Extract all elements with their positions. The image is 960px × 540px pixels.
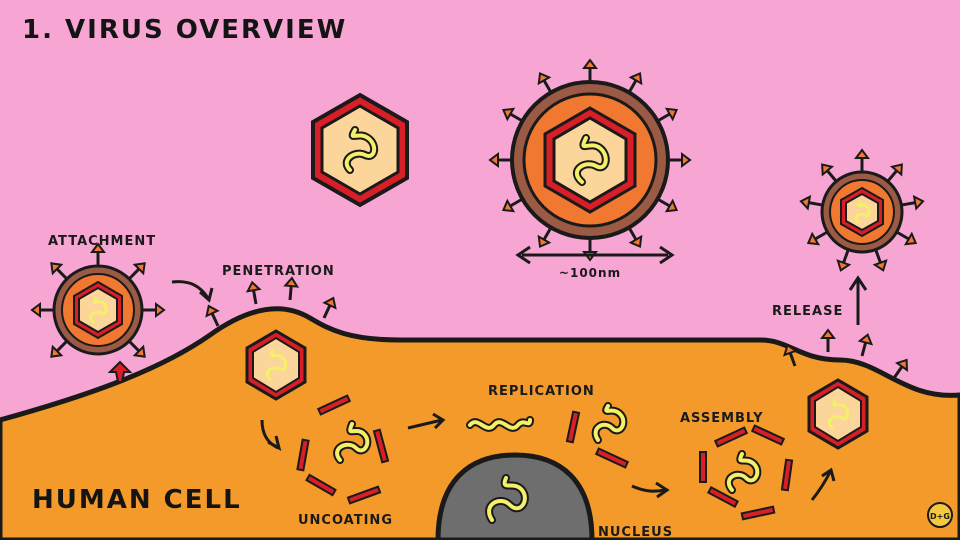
- replication-rna: [466, 402, 628, 444]
- nucleus: [435, 452, 595, 540]
- capsid-hexagon: [311, 92, 409, 208]
- label-human-cell: HUMAN CELL: [32, 485, 242, 515]
- virion-attachment: [30, 242, 166, 363]
- logo-badge: D+G: [927, 502, 953, 528]
- label-attachment: ATTACHMENT: [48, 234, 156, 249]
- scale-label: ~100nm: [559, 266, 621, 280]
- arrow-attachment: [171, 280, 210, 299]
- replication-capsid-pieces: [565, 410, 630, 469]
- label-uncoating: UNCOATING: [298, 513, 393, 528]
- virion-released: [798, 148, 926, 274]
- label-penetration: PENETRATION: [222, 264, 335, 279]
- label-release: RELEASE: [772, 304, 843, 319]
- scale-arrow: [515, 245, 675, 265]
- logo-text: D+G: [930, 512, 950, 521]
- arrow-assembly: [631, 484, 666, 493]
- label-replication: REPLICATION: [488, 384, 595, 399]
- assembly-fragments: [699, 424, 794, 521]
- arrow-budding: [810, 471, 832, 501]
- label-assembly: ASSEMBLY: [680, 411, 764, 426]
- uncoating-fragments: [296, 394, 390, 505]
- virion-large: [488, 58, 692, 262]
- diagram-title: 1. VIRUS OVERVIEW: [22, 15, 347, 45]
- receptor: [107, 360, 133, 383]
- arrow-replication: [407, 418, 443, 430]
- label-nucleus: NUCLEUS: [598, 525, 673, 540]
- capsid-budding: [807, 378, 869, 450]
- capsid-penetration: [245, 329, 307, 401]
